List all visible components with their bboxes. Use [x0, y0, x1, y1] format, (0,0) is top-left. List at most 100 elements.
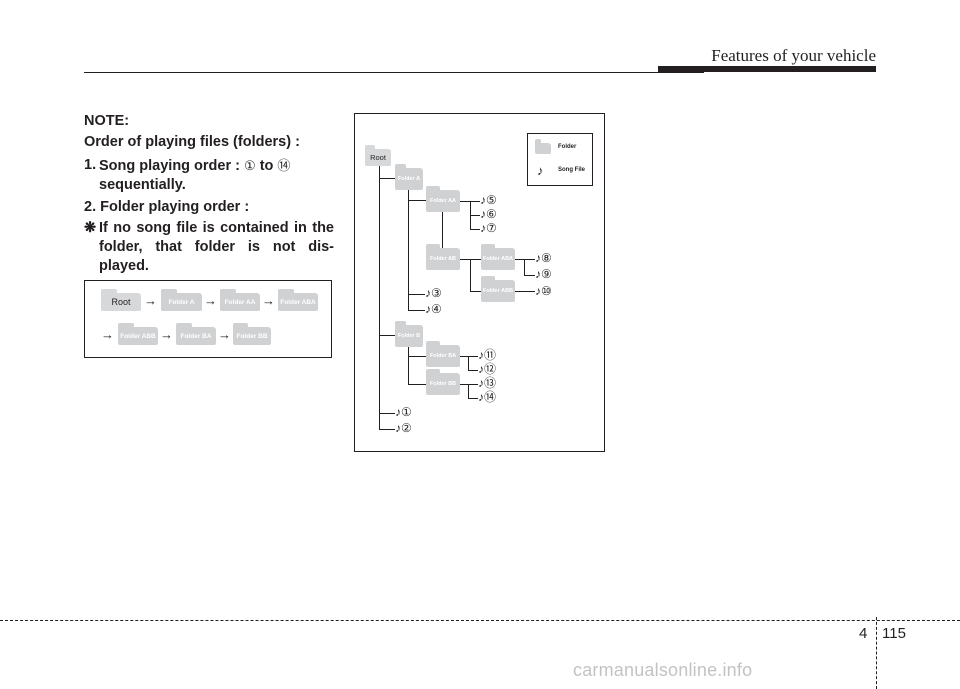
tree-folder-aba-label: Folder ABA [482, 256, 514, 262]
music-note-icon: ♪ [537, 163, 544, 178]
tree-line [379, 335, 395, 336]
note-section: NOTE: Order of playing files (folders) :… [84, 112, 334, 276]
tree-line [515, 291, 535, 292]
tree-line [408, 294, 409, 310]
song-11-icon: ♪⑪ [478, 348, 497, 362]
order-folder-label: Folder AA [224, 298, 256, 306]
tree-line [470, 215, 480, 216]
tree-folder-abb-label: Folder ABB [482, 288, 514, 294]
tree-folder-ab-label: Folder AB [429, 256, 457, 262]
tree-line [408, 384, 426, 385]
tree-folder-ba-label: Folder BA [429, 353, 457, 359]
note-item-1: 1. Song playing order : ① to ⑭ sequentia… [84, 156, 334, 195]
watermark: carmanualsonline.info [573, 660, 753, 680]
tree-line [470, 291, 481, 292]
footer-rule [0, 620, 960, 621]
order-folder-icon: Folder AA [220, 289, 260, 311]
arrow-icon: → [262, 293, 275, 308]
tree-folder-a-label: Folder A [397, 176, 421, 182]
note-item-1-text: Song playing order : ① to ⑭ sequentially… [99, 156, 334, 195]
tree-line [470, 229, 480, 230]
tree-line [408, 200, 426, 201]
order-folder-icon: Folder A [161, 289, 202, 311]
tree-line [408, 294, 425, 295]
order-folder-label: Folder A [168, 298, 195, 306]
tree-folder-ab-icon: Folder AB [426, 244, 460, 270]
tree-line [524, 275, 535, 276]
tree-line [408, 356, 426, 357]
tree-line [468, 398, 478, 399]
tree-line [524, 259, 525, 275]
page-number: 115 [882, 625, 906, 642]
tree-line [379, 166, 380, 429]
tree-line [460, 384, 478, 385]
order-folder-icon: Folder BA [176, 323, 216, 345]
song-4-icon: ♪④ [425, 302, 442, 316]
order-root-label: Root [111, 297, 131, 307]
tree-folder-bb-icon: Folder BB [426, 369, 460, 395]
tree-line [379, 413, 395, 414]
order-folder-label: Folder BA [180, 332, 212, 340]
note-item-1-cont: sequentially. [99, 177, 186, 193]
tree-folder-aa-icon: Folder AA [426, 186, 460, 212]
song-14-icon: ♪⑭ [478, 390, 497, 404]
order-folder-icon: Folder BB [233, 323, 271, 345]
tree-line [468, 356, 469, 370]
tree-line [379, 429, 395, 430]
note-heading: NOTE: [84, 113, 130, 129]
tree-line [515, 259, 535, 260]
tree-line [468, 370, 478, 371]
star-icon: ❋ [84, 220, 97, 236]
tree-root-folder-icon: Root [365, 145, 391, 166]
song-6-icon: ♪⑥ [480, 207, 497, 221]
order-folder-icon: Folder ABB [118, 323, 158, 345]
arrow-icon: → [101, 327, 114, 342]
note-star: ❋ If no song file is contained in the fo… [84, 219, 334, 276]
song-3-icon: ♪③ [425, 286, 442, 300]
note-item-1-first: ① [244, 158, 256, 173]
chapter-number: 4 [859, 625, 868, 642]
order-folder-icon: Folder ABA [278, 289, 318, 311]
song-9-icon: ♪⑨ [535, 267, 552, 281]
tree-line [442, 212, 443, 248]
tree-folder-a-icon: Folder A [395, 164, 423, 190]
note-item-1-lead: Song playing order : [99, 158, 245, 174]
legend-folder-label: Folder [558, 144, 577, 150]
song-10-icon: ♪⑩ [535, 284, 552, 298]
song-12-icon: ♪⑫ [478, 362, 497, 376]
tree-line [408, 190, 409, 294]
legend-folder-icon [535, 139, 551, 154]
note-item-1-to: to [255, 158, 278, 174]
header-rule [84, 72, 704, 73]
tree-folder-aa-label: Folder AA [429, 198, 457, 204]
song-7-icon: ♪⑦ [480, 221, 497, 235]
order-root-folder-icon: Root [101, 289, 141, 311]
order-folder-label: Folder ABB [120, 332, 156, 340]
tree-folder-b-label: Folder B [397, 333, 421, 339]
header-rule-accent [658, 66, 876, 72]
arrow-icon: → [144, 293, 157, 308]
arrow-icon: → [160, 327, 173, 342]
tree-line [379, 178, 395, 179]
song-1-icon: ♪① [395, 405, 412, 419]
order-folder-label: Folder BB [236, 332, 268, 340]
folder-tree-diagram: Root Folder A Folder AA ♪⑤ ♪⑥ ♪⑦ Folder … [354, 113, 605, 452]
note-star-text: If no song file is contained in the fold… [99, 220, 334, 274]
note-intro: Order of playing files (folders) : [84, 134, 300, 150]
legend: Folder ♪ Song File [527, 133, 593, 186]
tree-line [408, 310, 425, 311]
tree-line [468, 384, 469, 398]
note-item-1-last: ⑭ [277, 158, 291, 173]
tree-line [470, 259, 471, 291]
song-2-icon: ♪② [395, 421, 412, 435]
footer-divider [876, 617, 877, 689]
tree-root-label: Root [370, 153, 386, 162]
tree-folder-b-icon: Folder B [395, 321, 423, 347]
tree-folder-aba-icon: Folder ABA [481, 244, 515, 270]
arrow-icon: → [204, 293, 217, 308]
song-5-icon: ♪⑤ [480, 193, 497, 207]
header-title: Features of your vehicle [711, 46, 876, 65]
tree-folder-ba-icon: Folder BA [426, 341, 460, 367]
tree-folder-bb-label: Folder BB [429, 381, 457, 387]
song-8-icon: ♪⑧ [535, 251, 552, 265]
